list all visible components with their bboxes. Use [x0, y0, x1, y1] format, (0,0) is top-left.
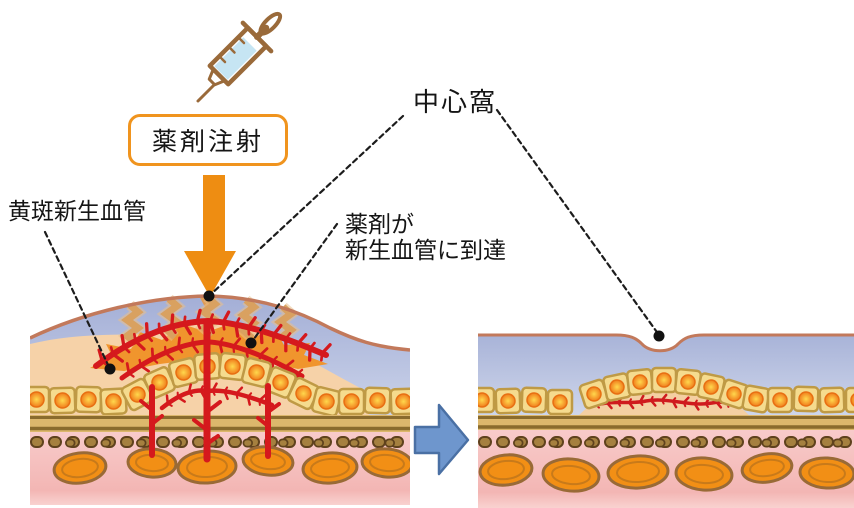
- vessel-trunks: [139, 318, 281, 463]
- drug-reach-label: 薬剤が 新生血管に到達: [345, 211, 506, 263]
- arrow-right-icon: [413, 403, 470, 476]
- macular-neovascularization-label: 黄斑新生血管: [8, 198, 146, 224]
- drug-reach-line1: 薬剤が: [345, 211, 414, 237]
- fovea-label: 中心窩: [413, 87, 498, 117]
- arrow-down-icon: [184, 175, 236, 297]
- retina-before-figure: [30, 292, 410, 505]
- bruch-membrane: [478, 415, 854, 430]
- drug-reach-line2: 新生血管に到達: [345, 237, 506, 263]
- leader-line-fovea-right: [495, 108, 661, 337]
- choroid-vessel-ovals: [478, 452, 854, 493]
- retina-after-figure: [478, 333, 854, 508]
- choriocapillaris-dots: [30, 436, 410, 448]
- bruch-membrane: [30, 415, 410, 432]
- injection-label-box: 薬剤注射: [128, 114, 288, 166]
- choroid-vessel-ovals: [52, 445, 410, 485]
- retina-surface-line: [478, 333, 854, 353]
- syringe-icon: [196, 11, 283, 103]
- injection-label: 薬剤注射: [151, 128, 264, 156]
- choriocapillaris-dots: [478, 436, 854, 448]
